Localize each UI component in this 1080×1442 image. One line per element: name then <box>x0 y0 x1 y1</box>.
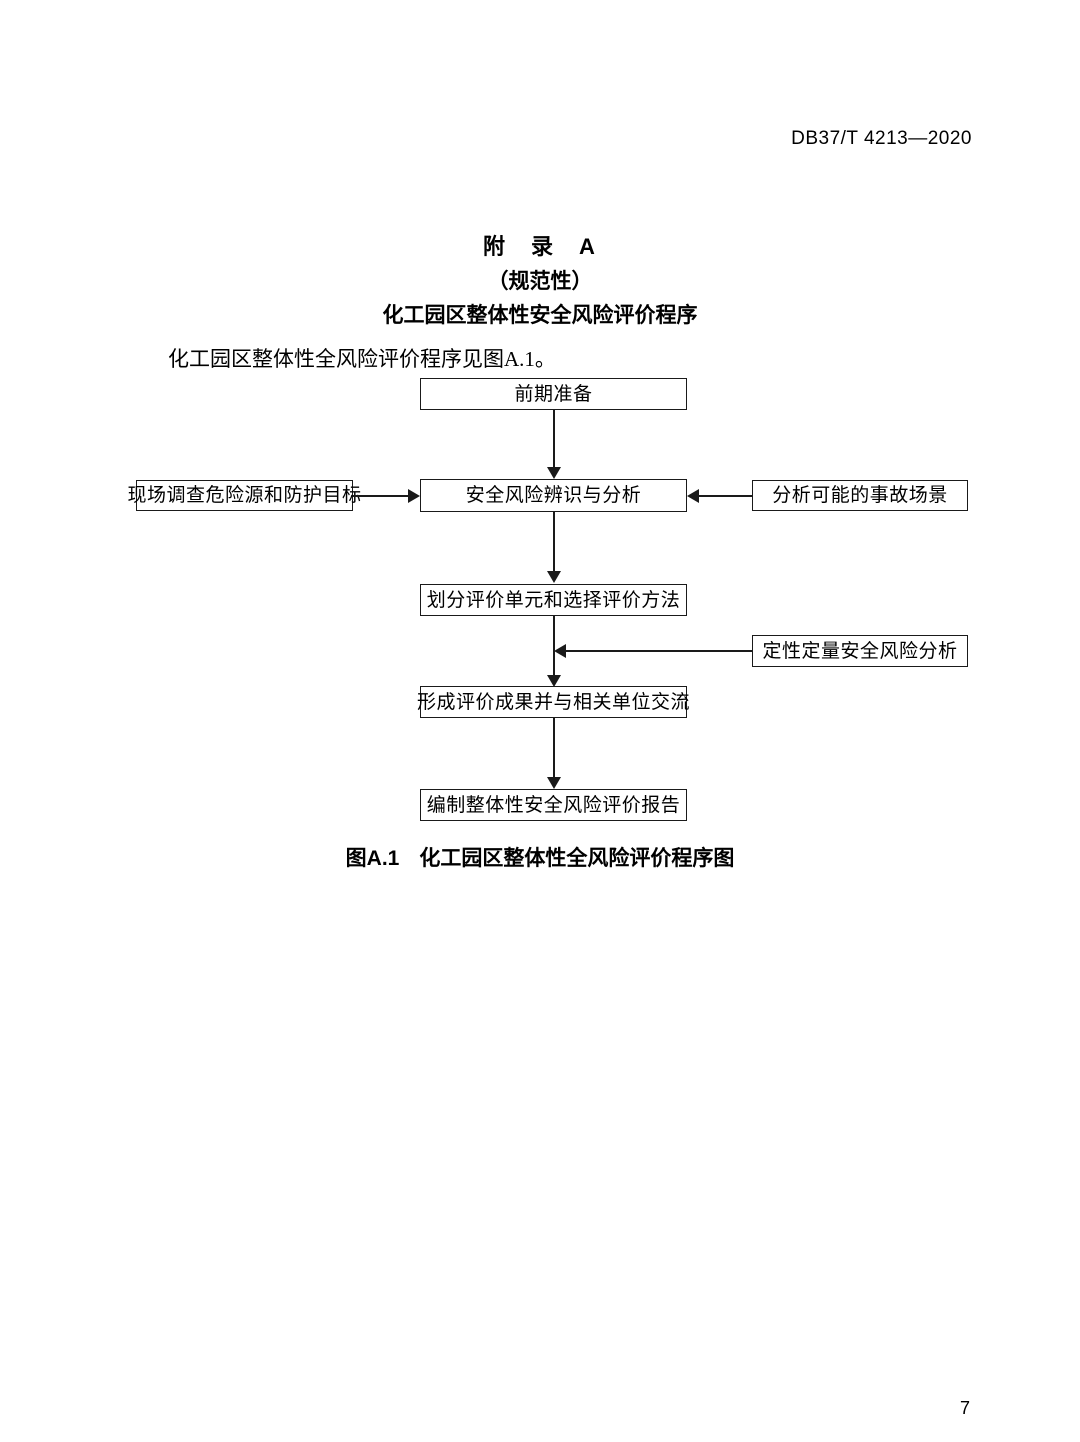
flow-connector-n6-trunk <box>566 650 752 652</box>
page-number: 7 <box>959 1398 970 1418</box>
figure-caption-title: 化工园区整体性全风险评价程序图 <box>419 847 735 870</box>
flow-node-compile-report: 编制整体性安全风险评价报告 <box>420 789 687 821</box>
intro-paragraph: 化工园区整体性全风险评价程序见图A.1。 <box>168 347 556 371</box>
flow-arrowhead-n4-n2 <box>687 488 699 503</box>
flow-arrowhead-n7-n8 <box>546 777 561 789</box>
flow-connector-n2-n5 <box>553 512 555 572</box>
flow-connector-n4-n2 <box>699 495 752 497</box>
document-header-code: DB37/T 4213—2020 <box>791 128 972 149</box>
flow-node-qualitative-quantitative-analysis: 定性定量安全风险分析 <box>752 635 968 667</box>
annex-name: 化工园区整体性安全风险评价程序 <box>382 304 698 327</box>
annex-title-block: 附 录 A （规范性） 化工园区整体性安全风险评价程序 <box>0 232 1080 332</box>
annex-label: 附 录 A <box>483 234 597 259</box>
flowchart-diagram: 前期准备 安全风险辨识与分析 现场调查危险源和防护目标 分析可能的事故场景 划分… <box>120 370 1000 840</box>
annex-normative-marker: （规范性） <box>487 270 593 293</box>
figure-caption-number: 图A.1 <box>345 847 400 870</box>
flow-arrowhead-n2-n5 <box>546 571 561 583</box>
figure-caption: 图A.1 化工园区整体性全风险评价程序图 <box>0 842 1080 872</box>
flow-connector-n1-n2 <box>553 410 555 468</box>
flow-node-assessment-units-methods: 划分评价单元和选择评价方法 <box>420 584 687 616</box>
flow-node-results-communication: 形成评价成果并与相关单位交流 <box>417 686 690 718</box>
flow-connector-n5-n7 <box>553 616 555 676</box>
flow-arrowhead-n6-trunk <box>554 643 566 658</box>
flow-arrowhead-n1-n2 <box>546 467 561 479</box>
flow-node-preliminary-preparation: 前期准备 <box>420 378 687 410</box>
flow-connector-n3-n2 <box>353 495 408 497</box>
flow-node-site-survey-hazards-targets: 现场调查危险源和防护目标 <box>128 480 361 511</box>
flow-arrowhead-n3-n2 <box>408 488 420 503</box>
flow-node-risk-identification-analysis: 安全风险辨识与分析 <box>420 479 687 512</box>
flow-arrowhead-n5-n7 <box>546 675 561 687</box>
flow-connector-n7-n8 <box>553 718 555 778</box>
flow-node-accident-scenario-analysis: 分析可能的事故场景 <box>752 480 968 511</box>
